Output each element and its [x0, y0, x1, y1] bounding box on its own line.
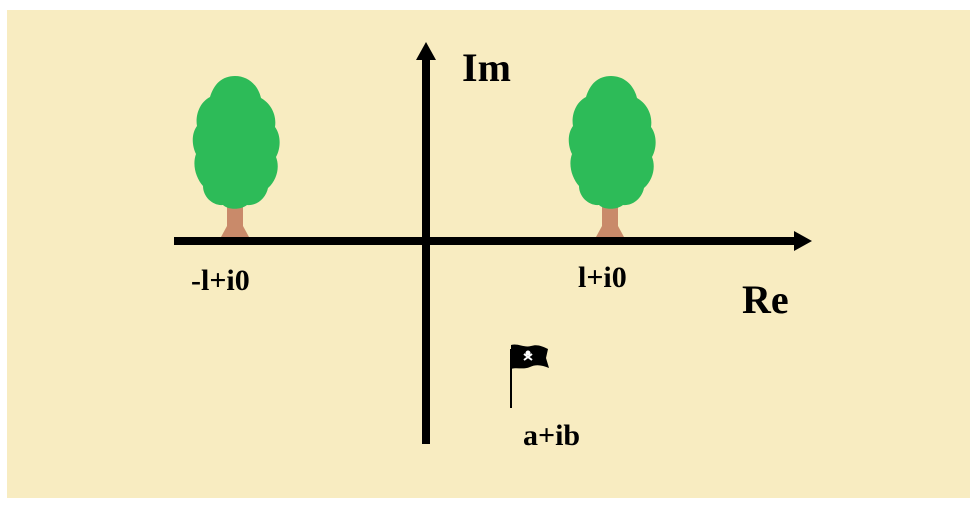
flag-crossbones-icon: [523, 353, 533, 361]
pirate-flag-icon: [510, 344, 549, 408]
real-axis-arrowhead: [794, 231, 812, 251]
real-axis-label: Re: [742, 277, 789, 322]
flag-skull-icon: [525, 350, 531, 356]
real-axis: [174, 231, 812, 251]
tree-foliage: [192, 76, 280, 209]
tree-icon: [192, 76, 280, 237]
left-tree-label: -l+i0: [191, 264, 250, 297]
background-panel: [7, 10, 970, 498]
tree-foliage: [568, 76, 656, 209]
imaginary-axis: [416, 42, 436, 444]
imaginary-axis-arrowhead: [416, 42, 436, 60]
right-tree-label: l+i0: [578, 261, 627, 294]
treasure-label: a+ib: [523, 419, 580, 452]
tree-trunk-base: [596, 226, 624, 237]
tree-icon: [568, 76, 656, 237]
imaginary-axis-label: Im: [462, 45, 511, 90]
flag-cloth: [511, 344, 549, 369]
tree-trunk-base: [221, 226, 249, 237]
